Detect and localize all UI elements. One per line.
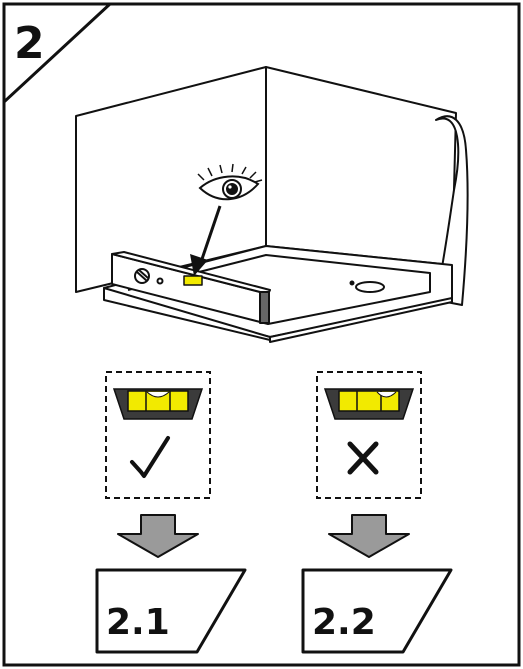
next-step-label: 2.1 (106, 602, 170, 643)
cross-icon (347, 441, 379, 475)
step-number: 2 (14, 18, 45, 69)
spirit-level-icon (112, 388, 204, 420)
shower-tray-scene (75, 66, 469, 343)
option-box (316, 371, 422, 499)
checkmark-icon (130, 436, 170, 478)
next-step-box-2: 2.2 (301, 568, 453, 654)
right-wall (265, 66, 457, 266)
next-step-label: 2.2 (312, 602, 376, 643)
step-tab: 2 (2, 2, 114, 106)
spirit-level (111, 251, 271, 325)
eye-icon (197, 163, 263, 201)
next-step-box-1: 2.1 (95, 568, 247, 654)
pointer-arrow-icon (190, 205, 222, 276)
spirit-level-icon (323, 388, 415, 420)
option-level-ok (105, 371, 211, 499)
option-box (105, 371, 211, 499)
drain (355, 281, 385, 293)
down-arrow-icon (328, 514, 410, 558)
level-vial (183, 275, 203, 286)
option-level-not-ok (316, 371, 422, 499)
down-arrow-icon (117, 514, 199, 558)
